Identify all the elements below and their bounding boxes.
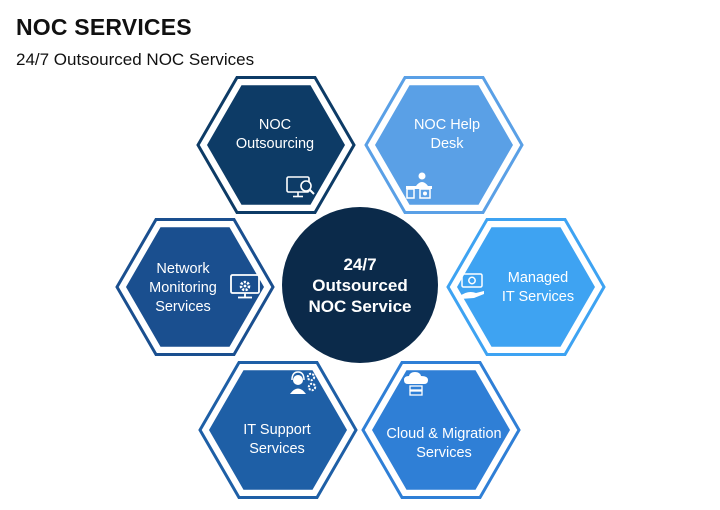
hex-noc-help-desk	[375, 85, 513, 205]
hex-label-line: NOC Help	[413, 117, 481, 133]
hex-label-managed-it-services: Managed IT Services	[468, 269, 608, 307]
monitor-gear-icon	[230, 274, 260, 299]
hex-it-support	[209, 370, 347, 490]
hexagon-layer	[115, 76, 606, 499]
icon-layer	[230, 172, 484, 396]
center-label: 24/7 Outsourced NOC Service	[280, 254, 440, 317]
center-circle	[282, 207, 438, 363]
cloud-server-icon	[404, 372, 428, 396]
hex-label-network-monitoring: Network Monitoring Services	[118, 260, 248, 317]
page-subtitle: 24/7 Outsourced NOC Services	[16, 50, 255, 69]
support-agent-icon	[290, 371, 317, 394]
center-line-1: 24/7	[343, 255, 377, 274]
hex-label-line: IT Support	[243, 422, 311, 438]
hex-label-line: Network	[156, 261, 210, 277]
hex-managed-it-services	[457, 227, 595, 347]
hex-label-line: Outsourcing	[235, 136, 315, 152]
center-line-2: Outsourced	[312, 276, 408, 295]
managed-hand-gear-icon	[460, 273, 484, 299]
hex-network-monitoring	[126, 227, 264, 347]
hex-label-line: Services	[249, 441, 305, 457]
page-title: NOC SERVICES	[16, 14, 192, 40]
hex-label-noc-outsourcing: NOC Outsourcing	[200, 116, 350, 154]
hex-label-noc-help-desk: NOC Help Desk	[372, 116, 522, 154]
hex-label-line: Services	[416, 445, 472, 461]
hex-label-cloud-migration: Cloud & Migration Services	[369, 425, 519, 463]
hex-label-line: Services	[155, 299, 211, 315]
monitor-search-icon	[286, 176, 315, 198]
hex-label-line: IT Services	[501, 289, 575, 305]
hex-label-line: NOC	[258, 117, 292, 133]
center-line-3: NOC Service	[308, 297, 412, 316]
help-desk-icon	[406, 172, 432, 199]
hex-noc-outsourcing	[207, 85, 345, 205]
hex-label-line: Desk	[430, 136, 464, 152]
hex-label-line: Managed	[507, 270, 569, 286]
hex-label-line: Monitoring	[149, 280, 217, 296]
hex-cloud-migration	[372, 370, 510, 490]
hex-label-it-support: IT Support Services	[202, 421, 352, 459]
hex-label-line: Cloud & Migration	[386, 426, 502, 442]
